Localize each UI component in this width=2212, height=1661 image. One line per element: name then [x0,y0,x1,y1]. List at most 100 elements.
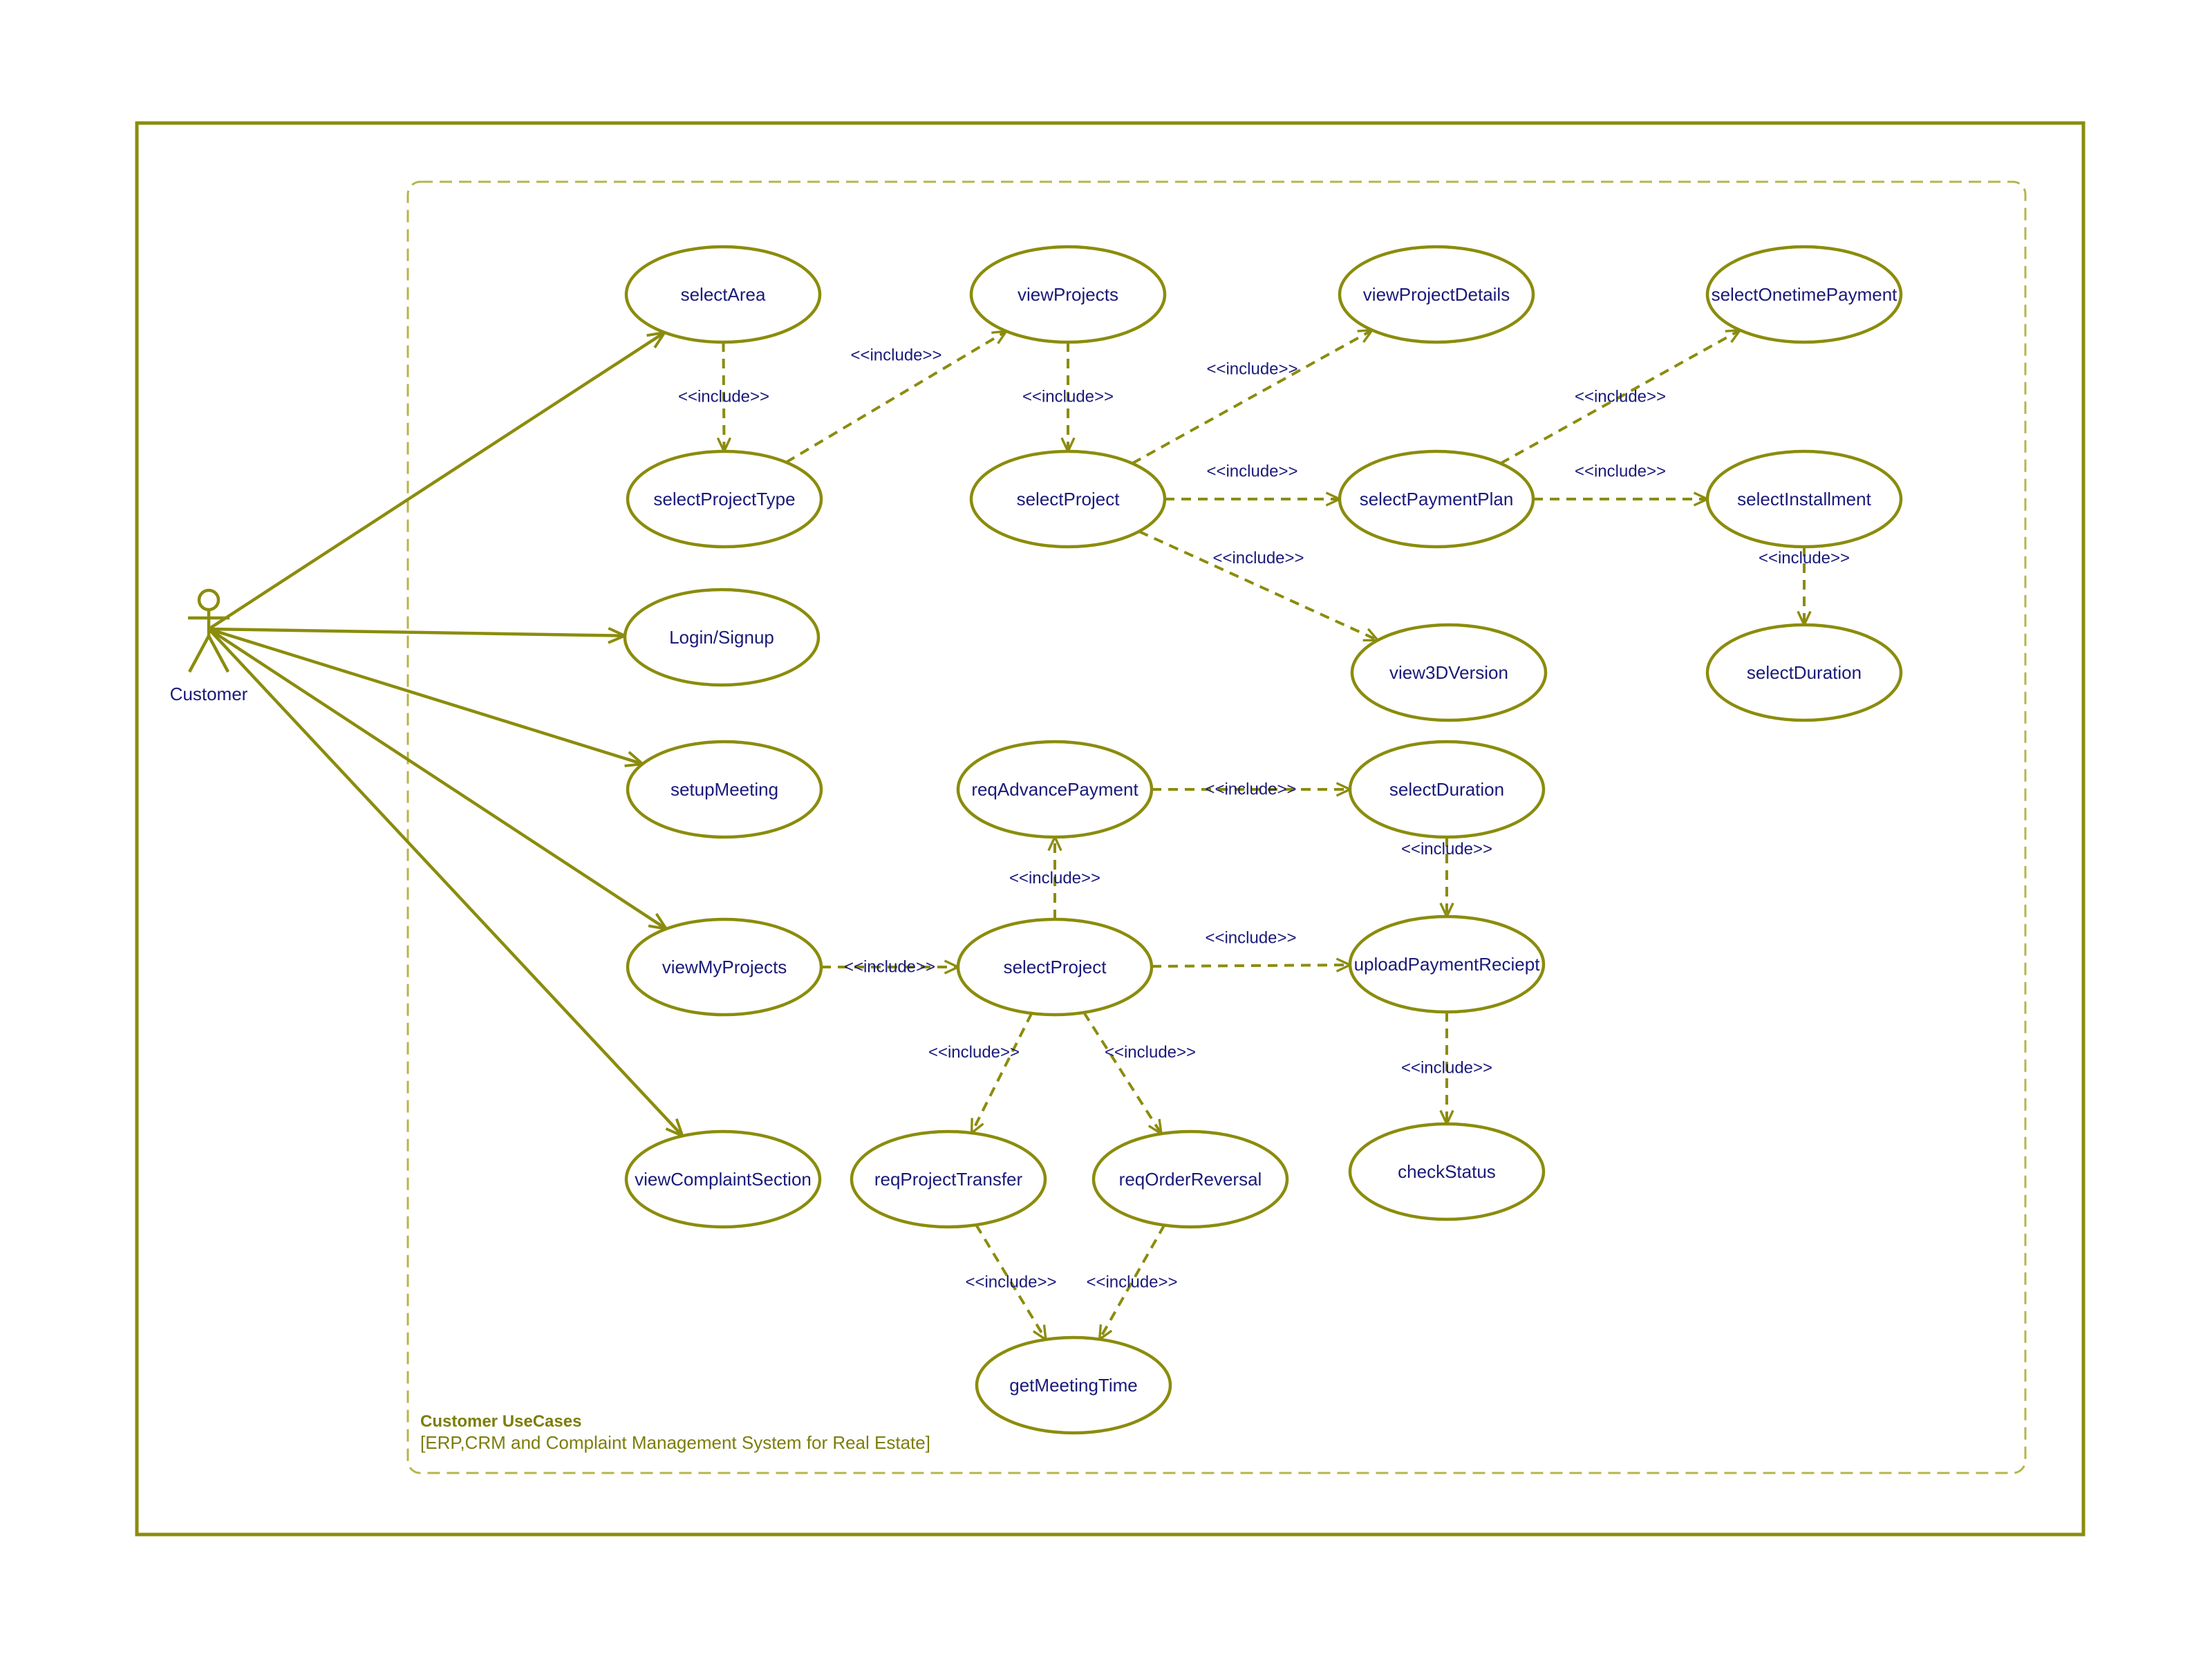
usecase-reqOrderReversal[interactable]: reqOrderReversal [1091,1129,1289,1229]
usecase-label: reqOrderReversal [1119,1169,1262,1190]
usecase-ellipse [975,1335,1172,1435]
include-label: <<include>> [1206,360,1297,379]
usecase-label: reqProjectTransfer [874,1169,1023,1190]
usecase-label: selectDuration [1747,662,1862,683]
usecase-getMeetingTime[interactable]: getMeetingTime [975,1335,1172,1435]
include-label: <<include>> [1205,780,1296,799]
usecase-ellipse [1705,245,1903,344]
usecase-label: selectDuration [1389,779,1504,800]
include-selectProject1-view3DVersion [1138,530,1378,640]
usecase-setupMeeting[interactable]: setupMeeting [626,740,823,839]
include-selectProject2-reqProjectTransfer [972,1013,1033,1133]
usecase-label: viewComplaintSection [635,1169,812,1190]
edges-layer [207,330,1804,1340]
actor-leg-left [188,635,210,673]
include-label: <<include>> [1086,1273,1177,1292]
actor-customer[interactable]: Customer [170,588,248,704]
usecase-ellipse [1705,449,1903,549]
usecase-ellipse [1338,449,1535,549]
usecase-label: view3DVersion [1389,662,1508,683]
usecase-ellipse [624,245,822,344]
usecase-login-signup[interactable]: Login/Signup [623,588,821,687]
usecase-ellipse [969,449,1167,549]
association-selectArea [207,332,664,630]
usecase-label: reqAdvancePayment [971,779,1138,800]
usecase-selectInstallment[interactable]: selectInstallment [1705,449,1903,549]
usecase-ellipse [626,449,823,549]
usecase-label: selectArea [681,284,766,305]
usecase-label: viewMyProjects [662,957,787,977]
diagram-frame [135,121,2086,1537]
include-label: <<include>> [1759,549,1850,567]
include-label: <<include>> [1212,549,1304,567]
usecase-selectOnetimePayment[interactable]: selectOnetimePayment [1705,245,1903,344]
include-selectProject2-uploadPaymentReciept [1151,965,1350,966]
actor-leg-right [207,635,229,673]
usecase-viewProjects[interactable]: viewProjects [969,245,1167,344]
usecase-view3DVersion[interactable]: view3DVersion [1350,623,1548,722]
system-title: Customer UseCases [420,1412,581,1431]
usecase-ellipse [1348,914,1546,1014]
usecase-reqProjectTransfer[interactable]: reqProjectTransfer [850,1129,1047,1229]
include-label: <<include>> [1401,840,1492,858]
include-label: <<include>> [1206,462,1297,481]
usecase-ellipse [623,588,821,687]
association-viewComplaintSection [207,628,682,1136]
include-selectProject1-viewProjectDetails [1131,330,1372,465]
usecase-ellipse [1350,623,1548,722]
association-loginSignup [208,629,625,636]
include-label: <<include>> [928,1043,1020,1062]
usecase-selectArea[interactable]: selectArea [624,245,822,344]
include-labels-layer: <<include>> <<include>> <<include>> <<inclu… [678,346,1850,1292]
include-reqProjectTransfer-getMeetingTime [975,1224,1046,1340]
usecase-selectDuration-1[interactable]: selectDuration [1705,623,1903,722]
usecase-selectDuration-2[interactable]: selectDuration [1348,740,1546,839]
usecase-ellipse [626,740,823,839]
usecase-selectProject-1[interactable]: selectProject [969,449,1167,549]
usecase-label: selectProject [1017,489,1121,509]
include-selectPaymentPlan-selectOnetimePayment [1499,330,1740,465]
association-setupMeeting [208,627,643,764]
include-label: <<include>> [1575,388,1666,406]
usecase-label: setupMeeting [671,779,778,800]
include-label: <<include>> [1022,388,1114,406]
usecase-selectProjectType[interactable]: selectProjectType [626,449,823,549]
include-selectProject2-reqOrderReversal [1082,1011,1161,1134]
system-subtitle: [ERP,CRM and Complaint Management System… [420,1432,930,1453]
usecase-reqAdvancePayment[interactable]: reqAdvancePayment [956,740,1154,839]
usecase-uploadPaymentReciept[interactable]: uploadPaymentReciept [1348,914,1546,1014]
usecase-selectProject-2[interactable]: selectProject [956,917,1154,1017]
usecase-label: uploadPaymentReciept [1354,954,1541,975]
usecase-ellipse [1091,1129,1289,1229]
include-label: <<include>> [965,1273,1056,1292]
include-label: <<include>> [850,346,941,365]
usecase-label: viewProjectDetails [1363,284,1510,305]
include-label: <<include>> [1205,929,1296,948]
usecase-ellipse [956,917,1154,1017]
usecase-viewMyProjects[interactable]: viewMyProjects [626,917,823,1017]
usecase-label: viewProjects [1018,284,1118,305]
usecase-ellipse [850,1129,1047,1229]
actor-head [197,588,221,612]
usecase-label: selectPaymentPlan [1360,489,1514,509]
usecase-ellipse [1348,1122,1546,1221]
include-reqOrderReversal-getMeetingTime [1100,1224,1166,1339]
usecase-checkStatus[interactable]: checkStatus [1348,1122,1546,1221]
usecase-label: selectInstallment [1737,489,1871,509]
usecase-viewComplaintSection[interactable]: viewComplaintSection [624,1129,822,1229]
usecase-label: checkStatus [1398,1161,1496,1182]
include-label: <<include>> [1401,1059,1492,1078]
include-label: <<include>> [1009,869,1100,888]
usecase-ellipse [1705,623,1903,722]
usecase-label: getMeetingTime [1009,1375,1137,1396]
usecase-label: selectOnetimePayment [1712,284,1898,305]
association-viewMyProjects [207,628,666,929]
usecase-selectPaymentPlan[interactable]: selectPaymentPlan [1338,449,1535,549]
usecase-viewProjectDetails[interactable]: viewProjectDetails [1338,245,1535,344]
usecase-ellipse [1338,245,1535,344]
actor-label: Customer [170,684,248,704]
usecase-label: selectProject [1004,957,1107,977]
usecase-label: selectProjectType [653,489,795,509]
include-label: <<include>> [1105,1043,1196,1062]
